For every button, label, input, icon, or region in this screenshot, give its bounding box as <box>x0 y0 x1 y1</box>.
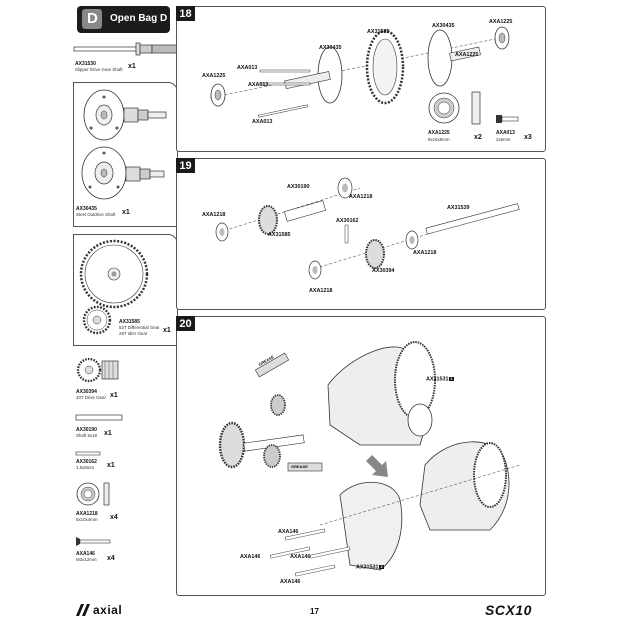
s18-hw-1-part: AXA1225 <box>428 130 450 136</box>
big-gear-icon <box>79 239 149 309</box>
s20-callout-bottom-badge: 2 <box>379 564 384 569</box>
s18-screw-icon <box>496 115 519 123</box>
s20-screw-label-2: AXA146 <box>240 554 261 560</box>
part-no-shaft: AX31530 <box>75 61 96 67</box>
s20-screw-label-3: AXA146 <box>290 554 311 560</box>
s18-label-1: AXA1225 <box>202 73 226 79</box>
s18-hw-1-qty: x2 <box>474 134 482 141</box>
part-no-shaft2: AX30190 <box>76 427 97 433</box>
qty-shaft: x1 <box>128 63 136 70</box>
part-name-shaft2: Shaft 5x18 <box>76 433 97 438</box>
step-18-exploded-diagram <box>209 26 510 118</box>
s18-bearing-icon <box>428 91 481 125</box>
step-20-exploded-diagram <box>218 341 521 577</box>
part-no-bearing: AXA1218 <box>76 511 98 517</box>
qty-gear: x1 <box>163 327 171 334</box>
part-name-outdrive: Steel Outdrive Shaft <box>76 212 116 217</box>
part-name-gear-1: 52T Differential Gear <box>119 325 160 330</box>
s19-label-3: AXA1218 <box>202 212 226 218</box>
step-19-exploded-diagram <box>215 177 521 280</box>
step-18-panel <box>176 6 546 152</box>
bag-letter: D <box>87 10 98 27</box>
bearing-icon <box>76 482 110 506</box>
step-20-number: 20 <box>176 316 195 331</box>
part-name-drive-gear: 20T Drive Gear <box>76 395 106 400</box>
step-19-panel <box>176 158 546 310</box>
s18-label-9: AXA1225 <box>455 52 479 58</box>
screw-icon <box>76 537 111 546</box>
s19-label-6: AX31539 <box>447 205 470 211</box>
s18-hw-2-name: 2x6mm <box>496 137 511 142</box>
qty-bearing: x4 <box>110 514 118 521</box>
s18-hw-2-part: AXA013 <box>496 130 515 136</box>
model-logo: SCX10 <box>485 602 532 618</box>
part-no-screw: AXA146 <box>76 551 95 557</box>
qty-drive-gear: x1 <box>110 392 118 399</box>
part-name-shaft: Slipper Drive Gear Shaft <box>75 67 123 72</box>
s18-label-3: AX31585 <box>367 29 390 35</box>
outdrive-illustration-1 <box>83 89 167 141</box>
page-number: 17 <box>310 607 319 616</box>
small-gear-icon <box>82 305 112 335</box>
shaft-icon <box>75 414 123 421</box>
qty-screw: x4 <box>107 555 115 562</box>
part-no-pin: AX30162 <box>76 459 97 465</box>
s19-label-8: AX30394 <box>372 268 395 274</box>
pin-icon <box>75 451 101 456</box>
s20-callout-top-text: AX31531 <box>426 376 449 383</box>
part-name-screw: M3x12mm <box>76 557 97 562</box>
axial-logo-icon <box>76 604 90 616</box>
s19-label-4: AX31585 <box>268 232 291 238</box>
part-no-drive-gear: AX30394 <box>76 389 97 395</box>
qty-pin: x1 <box>107 462 115 469</box>
part-no-gear: AX31585 <box>119 319 140 325</box>
s18-label-8: AXA013 <box>252 119 273 125</box>
outdrive-illustration-2 <box>81 146 165 200</box>
s18-label-7: AXA013 <box>248 82 269 88</box>
s18-label-5: AXA1225 <box>489 19 513 25</box>
brand-logo: axial <box>93 603 123 617</box>
drive-gear-icon <box>76 357 119 383</box>
s20-screw-label-4: AXA146 <box>280 579 301 585</box>
part-name-gear-2: 28T Idler Gear <box>119 331 148 336</box>
s20-screw-label-1: AXA146 <box>278 529 299 535</box>
s18-hw-1-name: 8x16x5mm <box>428 137 450 142</box>
s20-callout-top-badge: 1 <box>449 376 454 381</box>
step-19-number: 19 <box>176 158 195 173</box>
bag-letter-badge <box>82 9 102 29</box>
part-name-bearing: 5x10x4mm <box>76 517 98 522</box>
s18-label-2: AX30435 <box>319 45 342 51</box>
s19-label-9: AXA1218 <box>309 288 333 294</box>
s18-label-6: AXA013 <box>237 65 258 71</box>
s19-label-7: AXA1218 <box>413 250 437 256</box>
qty-shaft2: x1 <box>104 430 112 437</box>
part-no-outdrive: AX30435 <box>76 206 97 212</box>
grease-label-2: GREASE <box>291 464 308 469</box>
s20-callout-bottom-text: AX31531 <box>356 564 379 571</box>
qty-outdrive: x1 <box>122 209 130 216</box>
s18-hw-2-qty: x3 <box>524 134 532 141</box>
bag-title: Open Bag D <box>110 13 168 24</box>
s19-label-5: AX30162 <box>336 218 359 224</box>
s19-label-2: AXA1218 <box>349 194 373 200</box>
part-name-pin: 1.5x8mm <box>76 465 95 470</box>
s19-label-1: AX30190 <box>287 184 310 190</box>
s18-label-4: AX30435 <box>432 23 455 29</box>
step-18-number: 18 <box>176 6 195 21</box>
